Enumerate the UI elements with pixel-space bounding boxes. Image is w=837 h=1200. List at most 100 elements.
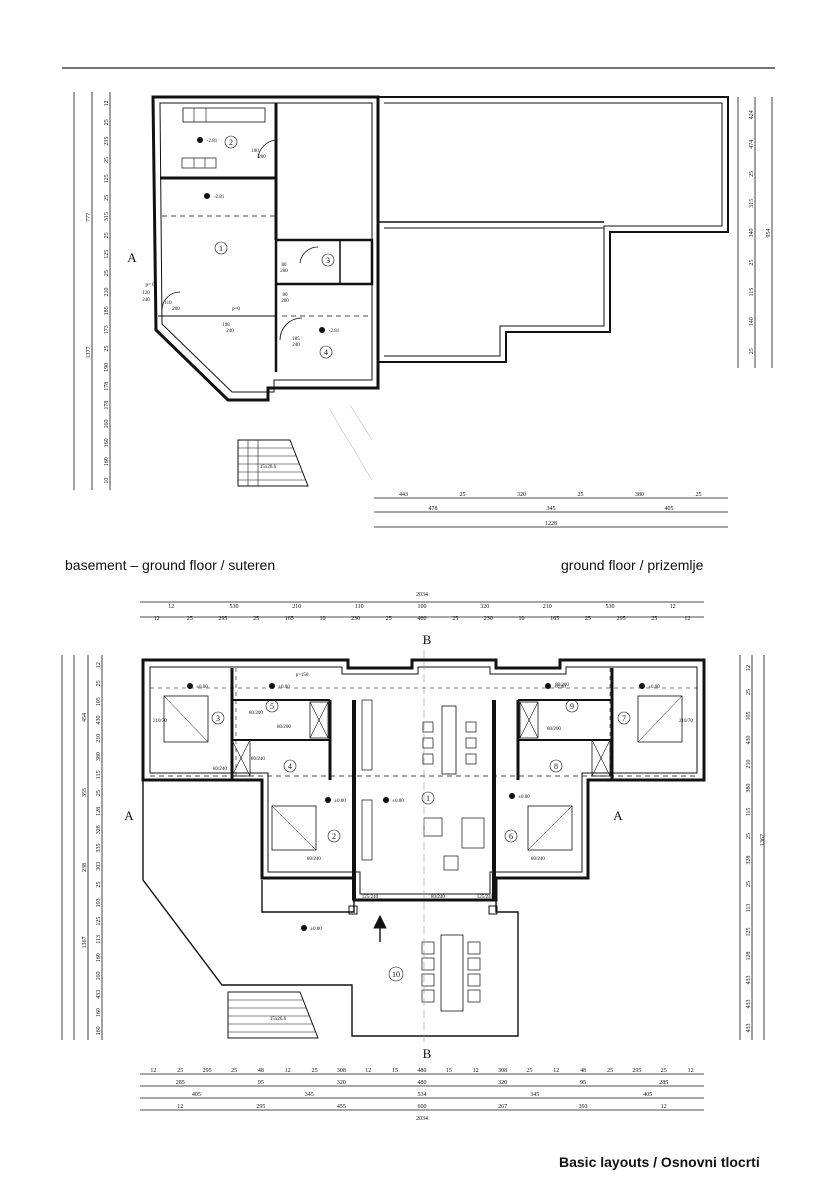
dim-number: 345 <box>547 506 556 512</box>
ground-terrace <box>142 780 519 1037</box>
section-marks: A A A B B <box>124 250 623 1061</box>
level-label: ±0.00 <box>278 685 290 690</box>
door-label: 120 <box>142 291 150 296</box>
basement-dims-left <box>73 92 111 490</box>
dim-number: 25 <box>526 1068 532 1074</box>
dim-number: 25 <box>746 689 752 695</box>
dim-number: 285 <box>659 1080 668 1086</box>
door-label: 110 <box>164 301 172 306</box>
door-label: 80/200 <box>249 711 263 716</box>
door-label: 80/240 <box>213 767 227 772</box>
dim-number: 530 <box>606 604 615 610</box>
dim-number: 115 <box>746 808 752 817</box>
dim-number: 25 <box>253 616 259 622</box>
dim-number: 345 <box>530 1092 539 1098</box>
door-label: 210/70 <box>679 719 693 724</box>
dim-number: 113 <box>96 935 102 944</box>
stair-label: 15x26.6 <box>260 465 277 470</box>
level-label: ±0.00 <box>648 685 660 690</box>
level-label: -2.81 <box>214 195 225 200</box>
dim-number: 380 <box>96 752 102 761</box>
dim-number: 178 <box>104 401 110 410</box>
dim-number: 105 <box>96 697 102 706</box>
ground-outer-wall <box>141 658 706 902</box>
room-label: 7 <box>622 714 626 723</box>
dim-number: 478 <box>429 506 438 512</box>
dim-number: 433 <box>746 1000 752 1009</box>
dim-number: 25 <box>749 348 755 354</box>
dim-number: 430 <box>746 736 752 745</box>
dim-number: 160 <box>104 420 110 429</box>
door-label: 125/240 <box>362 895 379 900</box>
dim-number: 100 <box>418 604 427 610</box>
dim-number: 480 <box>418 1080 427 1086</box>
dim-number: 534 <box>418 1092 427 1098</box>
dim-number: 267 <box>498 1104 507 1110</box>
dim-number: 25 <box>746 833 752 839</box>
dim-number: 210 <box>543 604 552 610</box>
level-label: ±0.00 <box>196 685 208 690</box>
dim-number: 455 <box>337 1104 346 1110</box>
dim-number: 12 <box>104 100 110 106</box>
dim-number: 12 <box>96 662 102 668</box>
dim-number: 165 <box>285 616 294 622</box>
dim-number: 173 <box>104 325 110 334</box>
door-label: 200 <box>280 269 288 274</box>
dim-number: 113 <box>746 904 752 913</box>
ground-dims <box>61 601 765 1111</box>
parapet-label: p= 0 <box>145 283 155 288</box>
dim-number: 12 <box>688 1068 694 1074</box>
door-label: 198 <box>222 323 230 328</box>
room-label: 1 <box>426 794 430 803</box>
dim-number: 128 <box>96 807 102 816</box>
dim-number: 210 <box>96 734 102 743</box>
dim-total: 355 <box>82 788 88 797</box>
dim-number: 25 <box>231 1068 237 1074</box>
dim-number: 95 <box>258 1080 264 1086</box>
dim-number: 25 <box>607 1068 613 1074</box>
dim-total: 1377 <box>86 347 92 359</box>
dim-number: 160 <box>96 1008 102 1017</box>
level-label: -2.81 <box>329 329 340 334</box>
section-mark-a: A <box>124 808 134 823</box>
dim-number: 125 <box>104 174 110 183</box>
caption-basic-layouts: Basic layouts / Osnovni tlocrti <box>559 1154 760 1170</box>
room-label: 1 <box>219 244 223 253</box>
dim-number: 25 <box>661 1068 667 1074</box>
terrace-outline <box>378 96 729 363</box>
dimension-numbers: 1225235251252531525125252101851732519017… <box>82 100 772 1122</box>
dim-total: 2034 <box>416 1116 428 1122</box>
dim-number: 230 <box>484 616 493 622</box>
dim-number: 393 <box>579 1104 588 1110</box>
dim-number: 95 <box>580 1080 586 1086</box>
dim-number: 190 <box>104 363 110 372</box>
dim-number: 480 <box>418 1068 427 1074</box>
door-label: 240 <box>292 343 300 348</box>
dim-number: 25 <box>452 616 458 622</box>
level-label: ±0.00 <box>392 799 404 804</box>
section-mark-a: A <box>613 808 623 823</box>
room-label: 10 <box>392 970 400 979</box>
dim-number: 25 <box>187 616 193 622</box>
dim-number: 25 <box>104 119 110 125</box>
room-label: 5 <box>270 702 274 711</box>
dim-number: 165 <box>550 616 559 622</box>
dim-total: 1367 <box>760 834 766 846</box>
dim-number: 530 <box>230 604 239 610</box>
room-label: 9 <box>570 702 574 711</box>
dim-number: 48 <box>580 1068 586 1074</box>
dim-number: 12 <box>285 1068 291 1074</box>
dim-number: 210 <box>746 760 752 769</box>
door-label: 80/200 <box>547 727 561 732</box>
dim-number: 285 <box>176 1080 185 1086</box>
dim-total: 2034 <box>416 592 428 598</box>
dim-number: 25 <box>312 1068 318 1074</box>
dim-number: 140 <box>749 317 755 326</box>
dim-number: 185 <box>104 306 110 315</box>
ground-labels: 1 2 3 4 5 6 7 8 9 10 ±0.00 ±0.00 ±0.00 ±… <box>153 673 693 1022</box>
door-label: 80/200 <box>555 683 569 688</box>
level-label: ±0.00 <box>334 799 346 804</box>
dim-number: 115 <box>749 288 755 297</box>
dim-number: 295 <box>218 616 227 622</box>
basement-inner-wall-line <box>159 102 373 393</box>
